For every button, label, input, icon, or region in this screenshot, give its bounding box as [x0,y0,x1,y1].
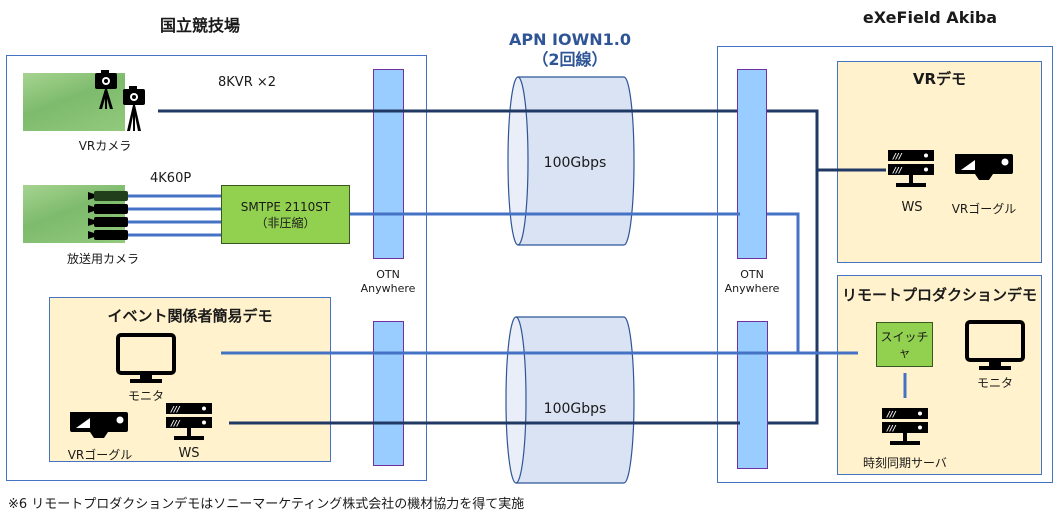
otn-right-label-line1: OTN [740,268,764,281]
left-site-title: 国立競技場 [159,16,240,35]
event-monitor-label: モニタ [127,389,164,403]
otn-left-lower [373,321,404,466]
otn-right-label-line2: Anywhere [724,282,780,295]
remote-demo-title: リモートプロダクションデモ [841,286,1037,304]
svg-text:///: /// [170,405,181,414]
apn-link-1-cylinder [507,76,635,246]
network-subtitle: （2回線） [532,50,608,69]
otn-right-lower [737,321,768,469]
svg-text:///: /// [170,419,181,428]
otn-left-label: OTN Anywhere [358,268,418,296]
remote-monitor-label: モニタ [976,376,1013,390]
event-monitor-icon [116,333,176,383]
smpte-line2: （非圧縮） [255,215,316,230]
broadcast-camera-lines [128,194,221,237]
link-1-bandwidth: 100Gbps [543,155,607,171]
otn-left-label-line1: OTN [376,268,400,281]
svg-text:///: /// [892,152,903,161]
link-8kvr-right [767,109,886,172]
remote-monitor-icon [965,320,1025,370]
footnote: ※6 リモートプロダクションデモはソニーマーケティング株式会社の機材協力を得て実… [8,497,525,512]
vr-camera-icon [95,70,145,131]
smpte-line1: SMTPE 2110ST [240,199,331,214]
vr-camera-label: VRカメラ [78,139,132,153]
vr-demo-box [837,61,1042,263]
link-event-ws-right [768,170,819,425]
svg-text:///: /// [886,424,897,433]
vr-demo-title: VRデモ [912,70,967,88]
otn-right-label: OTN Anywhere [722,268,782,296]
broadcast-camera-icon [88,191,128,240]
link-2-bandwidth: 100Gbps [543,401,607,417]
vr-demo-ws-label: WS [901,200,923,215]
right-site-title: eXeField Akiba [862,8,998,27]
time-server-label: 時刻同期サーバ [863,456,947,470]
event-vr-goggle-icon [70,412,128,438]
otn-left-label-line2: Anywhere [360,282,416,295]
svg-text:///: /// [892,166,903,175]
broadcast-stream-label: 4K60P [150,171,192,186]
otn-right-upper [737,69,767,259]
switcher-box: スイッチャ [876,322,933,367]
network-title: APN IOWN1.0 [508,30,631,49]
vr-demo-goggle-label: VRゴーグル [951,202,1017,216]
time-server-icon: /// /// [882,408,928,445]
switcher-label: スイッチャ [880,329,929,360]
vr-demo-goggle-icon [955,154,1013,180]
event-ws-label: WS [178,446,200,461]
remote-demo-box [837,275,1042,475]
event-demo-title: イベント関係者簡易デモ [107,307,273,325]
vr-stream-label: 8KVR ×2 [218,75,277,90]
event-ws-icon: /// /// [166,403,212,440]
svg-text:///: /// [886,410,897,419]
event-vr-goggle-label: VRゴーグル [67,448,133,462]
broadcast-camera-label: 放送用カメラ [66,252,139,266]
otn-left-upper [373,69,404,259]
apn-link-2-cylinder [505,316,635,484]
vr-demo-ws-icon: /// /// [888,150,934,187]
smpte-2110-box: SMTPE 2110ST （非圧縮） [221,185,350,244]
